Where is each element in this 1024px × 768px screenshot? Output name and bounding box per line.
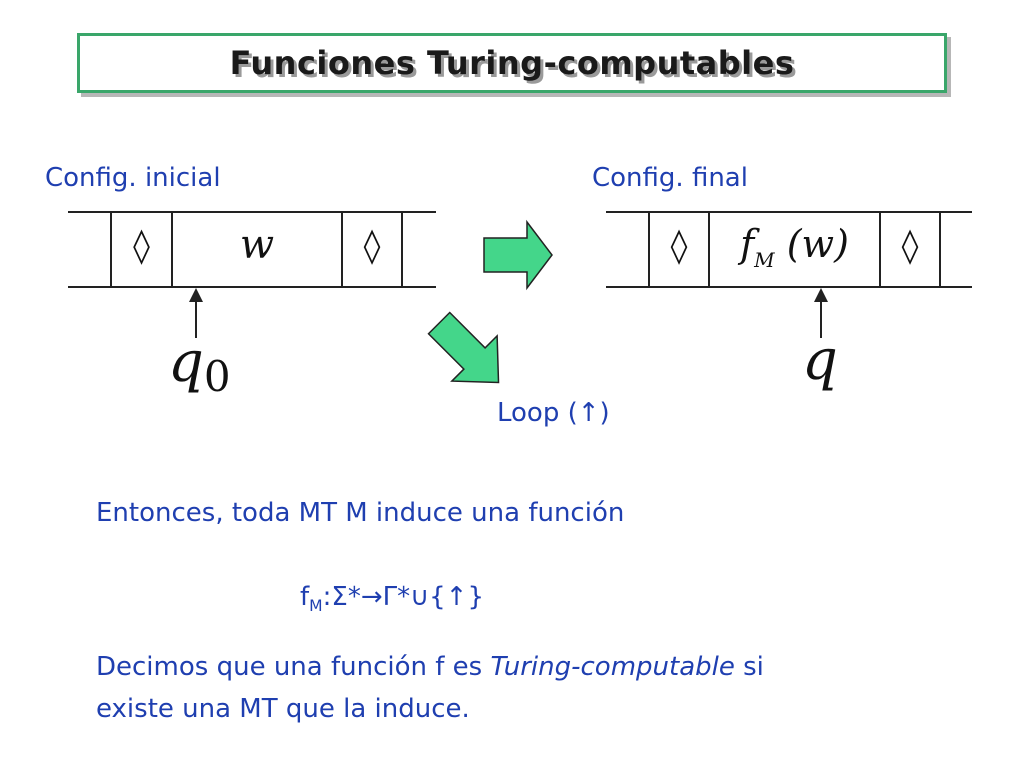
config-inicial-label: Config. inicial — [45, 163, 221, 193]
tape-final-cell-fm: fM (w) — [709, 222, 880, 272]
definition-line-1: Decimos que una función f es Turing-comp… — [96, 652, 764, 682]
definition-line-2: existe una MT que la induce. — [96, 694, 470, 724]
tape-initial-cell-1: ◊ — [133, 226, 150, 266]
func-name: f — [300, 582, 310, 612]
func-sub: M — [309, 597, 323, 616]
arrow-right — [483, 219, 553, 291]
tape-initial-cell-w: w — [239, 222, 275, 268]
fm-arg: (w) — [786, 222, 849, 266]
state-q0-letter: q — [168, 330, 204, 395]
definition-text-before: Decimos que una función f es — [96, 652, 491, 682]
fm-letter: f — [740, 222, 755, 266]
head-pointer-final — [814, 288, 828, 338]
config-final-label: Config. final — [592, 163, 748, 193]
statement-line-1: Entonces, toda MT M induce una función — [96, 498, 625, 528]
state-q: q — [802, 328, 838, 393]
fm-sub: M — [754, 248, 775, 272]
func-signature-text: :Σ*→Γ*∪{↑} — [322, 582, 484, 612]
loop-label: Loop (↑) — [497, 398, 610, 428]
slide-title: Funciones Turing-computables — [229, 44, 795, 82]
tape-initial-cell-3: ◊ — [363, 226, 381, 266]
arrow-down-right — [427, 311, 500, 384]
title-box: Funciones Turing-computables — [77, 33, 947, 93]
definition-text-after: si — [734, 652, 764, 682]
tape-final-cell-3: ◊ — [901, 226, 919, 266]
tape-final-cell-1: ◊ — [670, 226, 688, 266]
definition-emphasis: Turing-computable — [490, 652, 735, 682]
tape-initial — [68, 211, 436, 288]
tape-final — [606, 211, 972, 288]
function-signature: fM:Σ*→Γ*∪{↑} — [300, 582, 484, 615]
state-q0-sub: 0 — [203, 352, 231, 401]
state-q0: q0 — [168, 330, 231, 401]
head-pointer-initial — [189, 288, 203, 338]
